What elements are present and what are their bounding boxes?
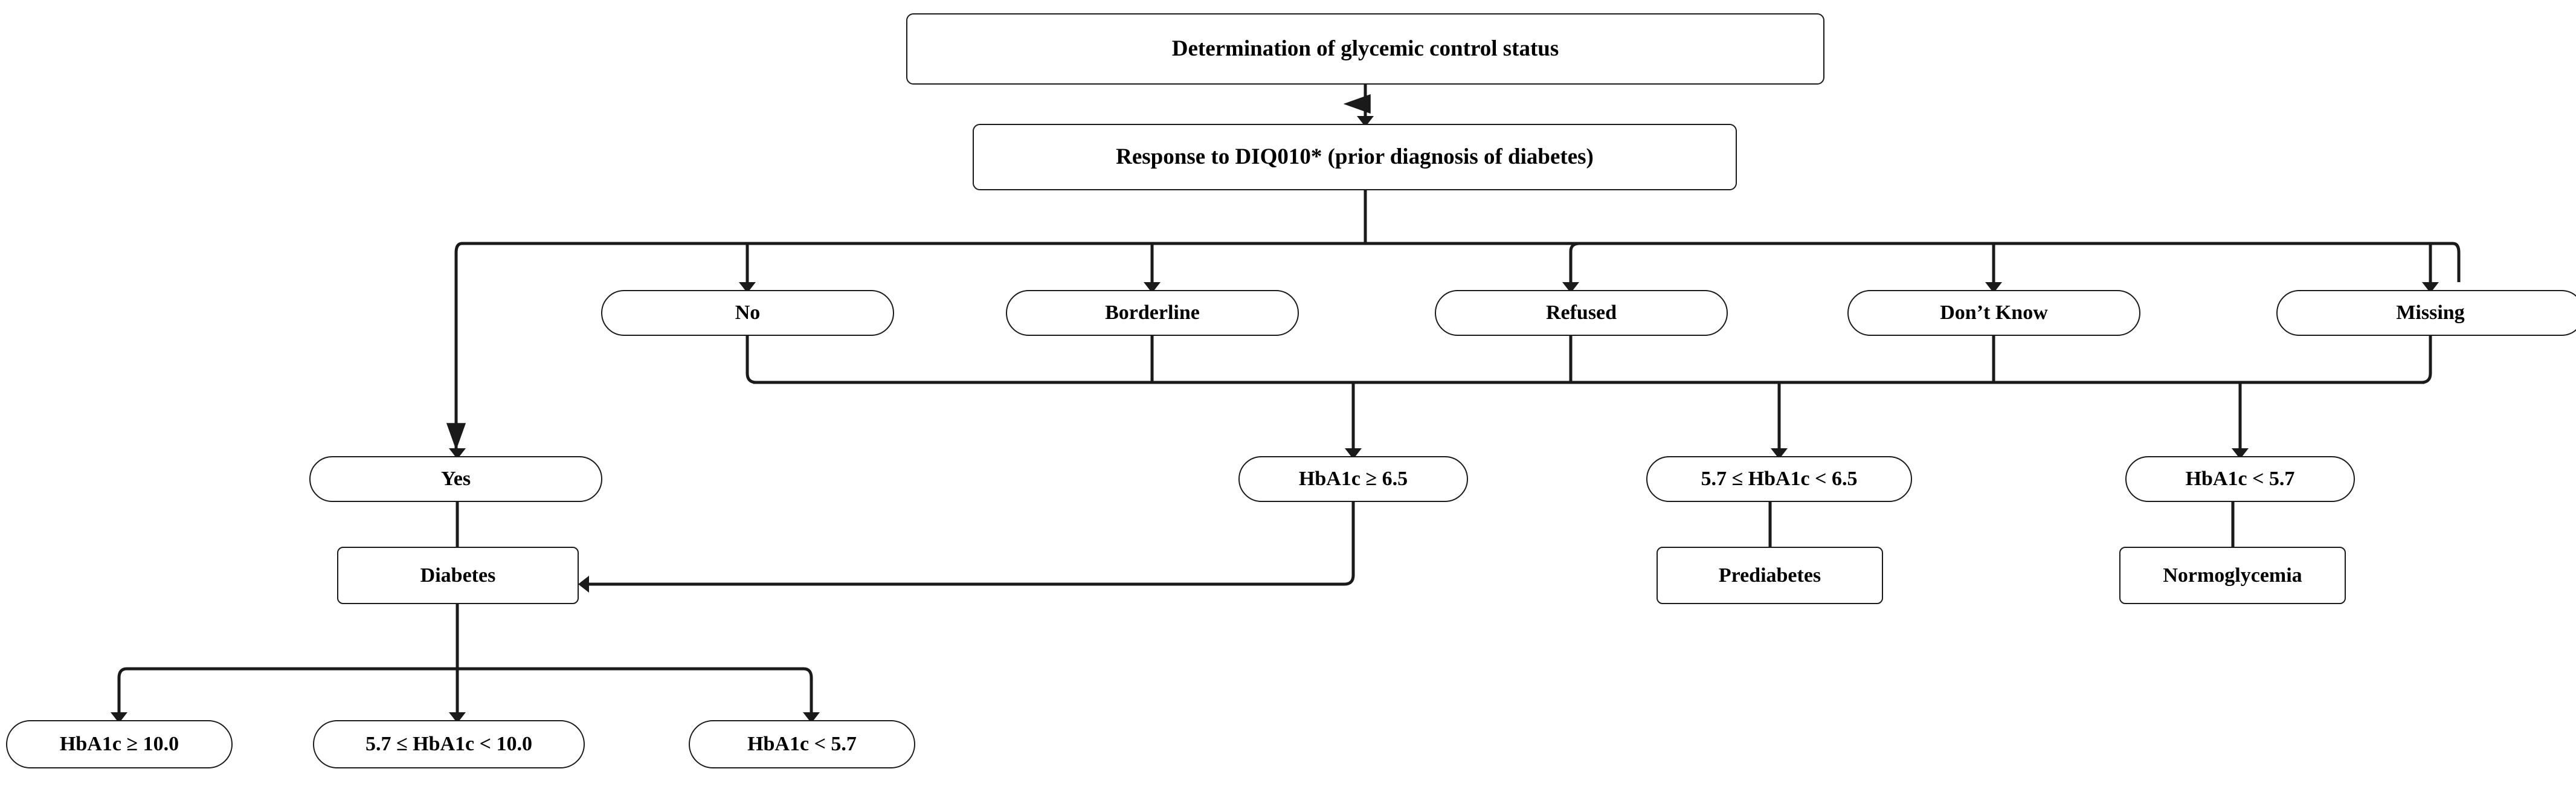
node-hba1c-ge65[interactable]: HbA1c ≥ 6.5 <box>1238 456 1468 502</box>
node-label-prediabetes: Prediabetes <box>1718 564 1821 587</box>
node-hba1c-ge100[interactable]: HbA1c ≥ 10.0 <box>6 720 233 768</box>
node-label-hba1c-57-65: 5.7 ≤ HbA1c < 6.5 <box>1701 468 1858 491</box>
node-label-dontknow: Don’t Know <box>1940 301 2048 324</box>
node-label-hba1c-lt57-m: HbA1c < 5.7 <box>2185 468 2295 491</box>
node-label-normoglycemia: Normoglycemia <box>2163 564 2302 587</box>
node-diq010[interactable]: Response to DIQ010* (prior diagnosis of … <box>973 124 1737 190</box>
arrow-to-hba1c-57-65 <box>1771 448 1788 459</box>
node-root[interactable]: Determination of glycemic control status <box>906 13 1824 85</box>
arrow-to-hba1c-lt-57-d <box>803 712 820 723</box>
node-normoglycemia[interactable]: Normoglycemia <box>2119 547 2346 604</box>
edge-no-to-hba1c-bus <box>745 336 757 384</box>
node-label-hba1c-ge100: HbA1c ≥ 10.0 <box>59 733 179 756</box>
node-label-missing: Missing <box>2396 301 2465 324</box>
node-borderline[interactable]: Borderline <box>1006 290 1299 336</box>
arrow-to-hba1c-ge-65 <box>1345 448 1362 459</box>
node-label-diq010: Response to DIQ010* (prior diagnosis of … <box>1116 144 1594 169</box>
node-refused[interactable]: Refused <box>1435 290 1728 336</box>
arrow-to-yes <box>449 448 466 459</box>
node-diabetes[interactable]: Diabetes <box>337 547 579 604</box>
edge-diq010-to-yes <box>446 242 466 451</box>
arrow-to-missing <box>2422 282 2439 293</box>
arrow-to-hba1c-57-100 <box>449 712 466 723</box>
arrow-to-borderline <box>1144 282 1161 293</box>
edge-diq010-to-missing <box>2452 242 2461 282</box>
node-label-hba1c-lt57-d: HbA1c < 5.7 <box>747 733 857 756</box>
node-label-no: No <box>735 301 761 324</box>
node-label-refused: Refused <box>1545 301 1617 324</box>
node-hba1c-lt57-m[interactable]: HbA1c < 5.7 <box>2125 456 2355 502</box>
arrow-to-dont-know <box>1985 282 2002 293</box>
arrow-to-hba1c-ge-100 <box>111 712 127 723</box>
arrowheads <box>111 116 2439 723</box>
arrow-to-refused <box>1562 282 1579 293</box>
node-label-root: Determination of glycemic control status <box>1171 36 1559 61</box>
edge-hba1c-ge-65-to-diabetes <box>589 502 1355 586</box>
node-hba1c-57-100[interactable]: 5.7 ≤ HbA1c < 10.0 <box>313 720 585 768</box>
node-label-diabetes: Diabetes <box>420 564 496 587</box>
node-hba1c-57-65[interactable]: 5.7 ≤ HbA1c < 6.5 <box>1646 456 1912 502</box>
arrow-root-to-diq010 <box>1357 116 1374 127</box>
node-missing[interactable]: Missing <box>2276 290 2576 336</box>
arrow-to-diabetes <box>578 576 589 593</box>
node-prediabetes[interactable]: Prediabetes <box>1657 547 1883 604</box>
node-label-hba1c-57-100: 5.7 ≤ HbA1c < 10.0 <box>365 733 533 756</box>
node-label-yes: Yes <box>440 468 471 491</box>
edge-diabetes-to-hba1c-lt-57 <box>803 667 813 712</box>
node-yes[interactable]: Yes <box>309 456 602 502</box>
node-no[interactable]: No <box>601 290 894 336</box>
arrow-to-no <box>739 282 756 293</box>
arrow-to-hba1c-lt-57 <box>2232 448 2249 459</box>
node-dontknow[interactable]: Don’t Know <box>1847 290 2140 336</box>
edge-missing-to-hba1c-bus <box>2421 336 2432 384</box>
node-label-borderline: Borderline <box>1105 301 1200 324</box>
node-hba1c-lt57-d[interactable]: HbA1c < 5.7 <box>689 720 915 768</box>
edge-diq010-to-refused <box>1569 242 1580 282</box>
node-label-hba1c-ge65: HbA1c ≥ 6.5 <box>1298 468 1408 491</box>
edge-diabetes-to-hba1c-ge-100 <box>117 667 127 712</box>
